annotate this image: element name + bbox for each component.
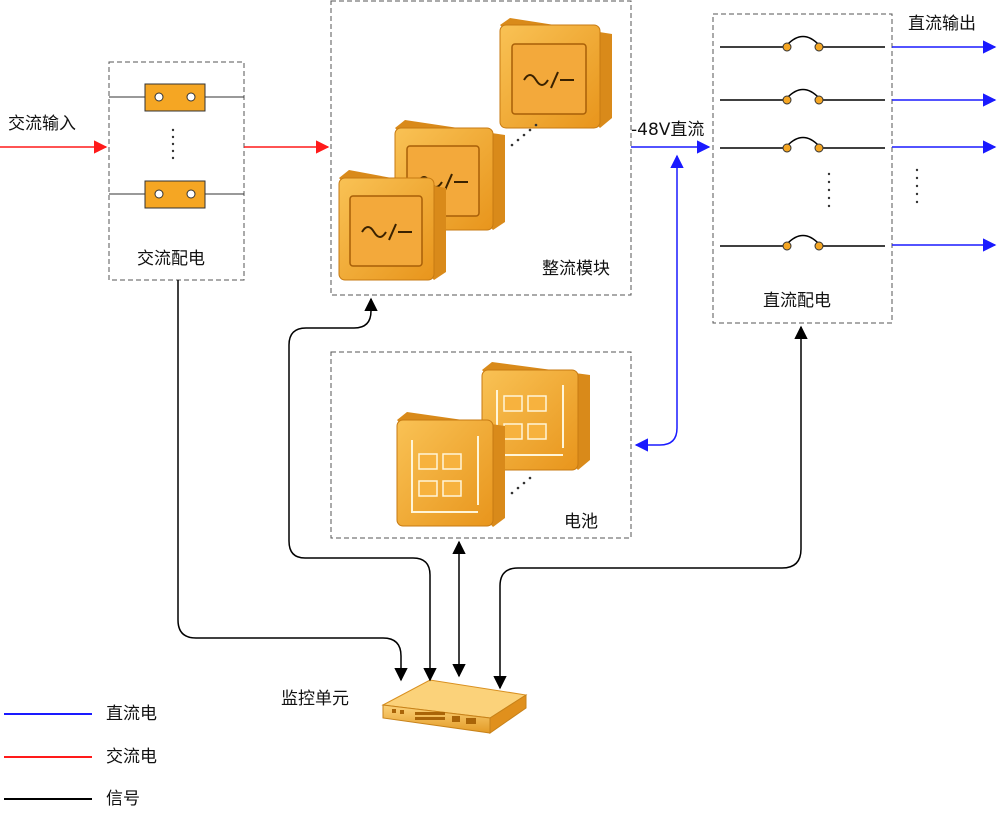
battery-module-front bbox=[396, 412, 505, 527]
dc-48v-label: -48V直流 bbox=[631, 120, 705, 140]
ac-distribution-label: 交流配电 bbox=[137, 249, 205, 269]
legend-label-signal: 信号 bbox=[106, 789, 140, 809]
legend-line-dc bbox=[4, 713, 92, 715]
dc-switch-ellipsis bbox=[827, 172, 831, 208]
battery-module-ellipsis bbox=[510, 476, 532, 495]
monitor-unit-label: 监控单元 bbox=[281, 689, 349, 709]
dc-output-ellipsis bbox=[915, 168, 919, 204]
monitor-unit-device bbox=[381, 679, 528, 734]
dc-switch-2 bbox=[720, 88, 885, 105]
ac-distribution-box bbox=[108, 61, 245, 281]
rectifier-module-box bbox=[330, 0, 632, 296]
battery-dc-link bbox=[634, 154, 684, 452]
legend-label-ac: 交流电 bbox=[106, 747, 157, 767]
signal-monitor-to-rectifier bbox=[288, 297, 437, 682]
legend-item-signal: 信号 bbox=[0, 787, 200, 811]
ac-breaker-ellipsis bbox=[171, 128, 175, 160]
dc-switch-1 bbox=[720, 35, 885, 52]
dc-distribution-box bbox=[712, 13, 893, 324]
rectifier-module-front bbox=[338, 170, 446, 281]
legend-line-signal bbox=[4, 798, 92, 800]
legend-line-ac bbox=[4, 756, 92, 758]
dc-switch-4 bbox=[720, 234, 885, 251]
rectifier-module-label: 整流模块 bbox=[542, 259, 610, 279]
legend-item-dc: 直流电 bbox=[0, 702, 200, 726]
ac-breaker-bottom bbox=[109, 180, 244, 209]
battery-label: 电池 bbox=[564, 512, 598, 532]
ac-breaker-top bbox=[109, 83, 244, 112]
legend-label-dc: 直流电 bbox=[106, 704, 157, 724]
dc-output-label: 直流输出 bbox=[908, 14, 976, 34]
rectifier-module-ellipsis bbox=[510, 123, 538, 147]
dc-switch-3 bbox=[720, 136, 885, 153]
signal-monitor-to-dc bbox=[493, 325, 808, 690]
rectifier-module-back bbox=[499, 18, 612, 129]
legend-item-ac: 交流电 bbox=[0, 745, 200, 769]
ac-input-label: 交流输入 bbox=[8, 114, 76, 134]
dc-distribution-label: 直流配电 bbox=[763, 291, 831, 311]
